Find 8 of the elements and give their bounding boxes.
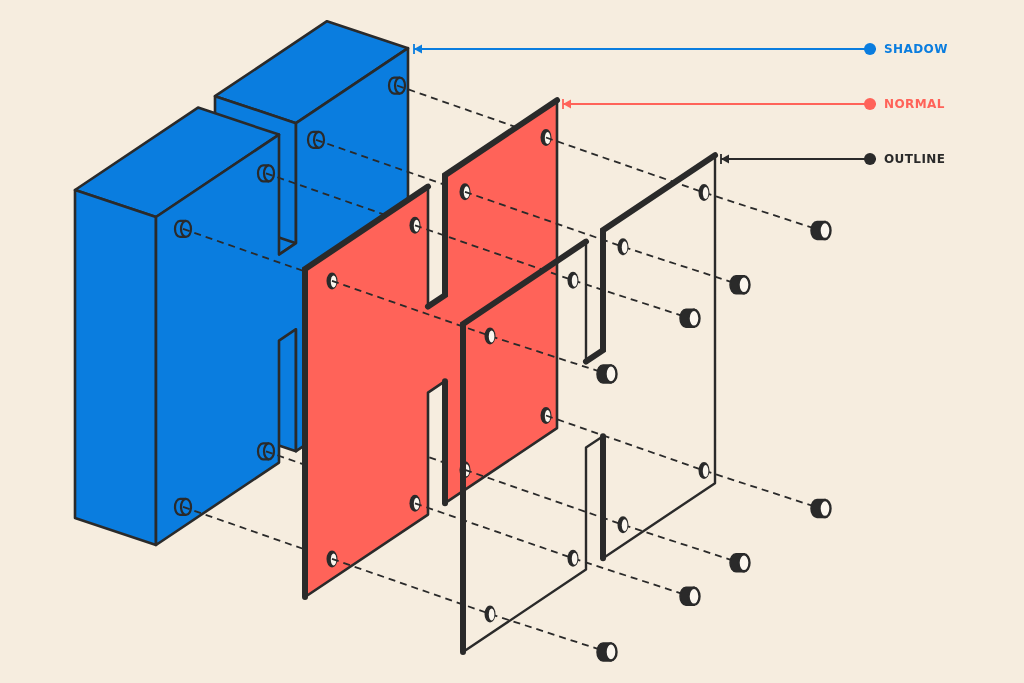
leader-line [413,43,877,55]
leader-line [562,98,877,110]
leader-line [720,153,877,165]
layer-label: NORMAL [884,97,945,111]
layer-label: SHADOW [884,42,948,56]
filled-plate [302,97,560,600]
layer-label: OUTLINE [884,152,946,166]
outline-plate [460,152,718,655]
